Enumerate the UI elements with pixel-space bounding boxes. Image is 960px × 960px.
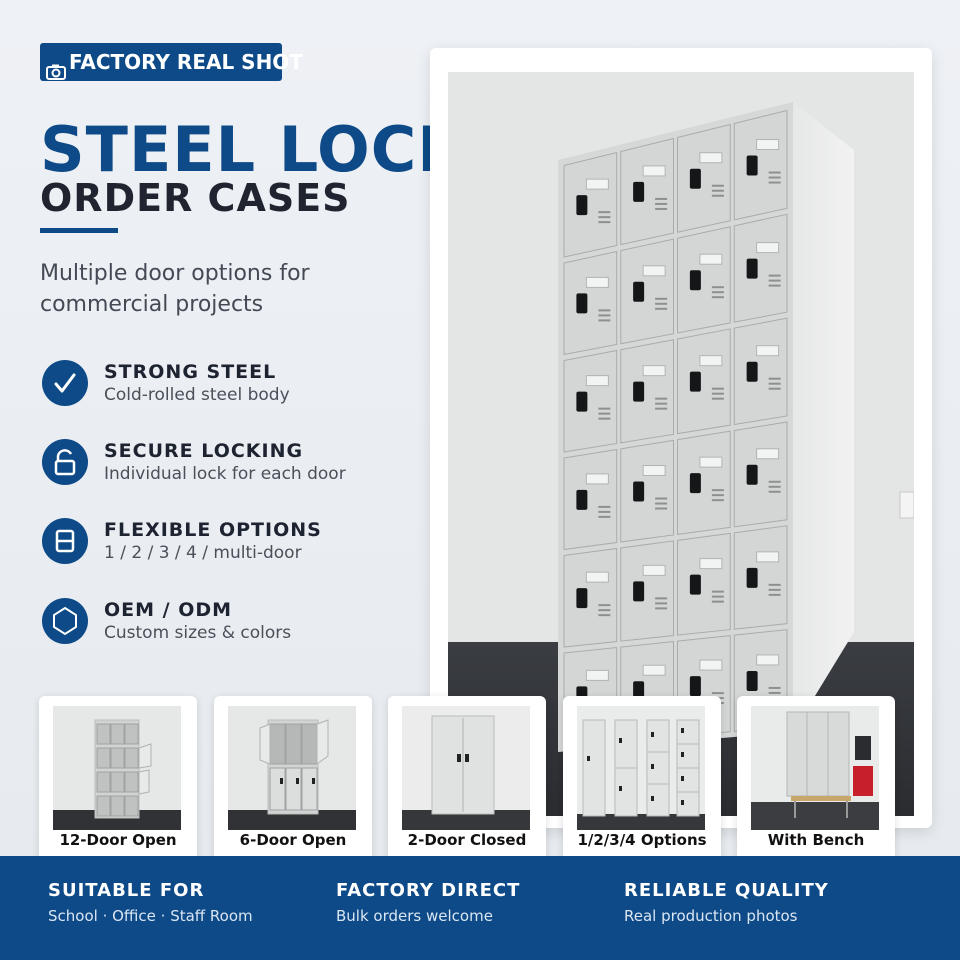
camera-icon — [46, 54, 66, 80]
thumbnail-caption: 12-Door Open — [59, 831, 177, 849]
feature-text: 1 / 2 / 3 / 4 / multi-door — [104, 543, 302, 563]
thumbnail-caption: 1/2/3/4 Options — [577, 831, 707, 849]
checkmark-icon — [42, 360, 88, 406]
footer-bar: SUITABLE FOR School · Office · Staff Roo… — [0, 856, 960, 960]
badge-label: FACTORY REAL SHOT — [69, 50, 303, 74]
thumbnail-caption: With Bench — [767, 831, 865, 849]
padlock-icon — [42, 439, 88, 485]
thumbnail-image — [751, 706, 879, 830]
thumbnail-image — [402, 706, 530, 830]
thumbnail-caption: 6-Door Open — [239, 831, 347, 849]
feature-text: Custom sizes & colors — [104, 623, 292, 643]
thumbnail-2-door-closed[interactable]: 2-Door Closed — [388, 696, 546, 874]
feature-oem-odm: OEM / ODM Custom sizes & colors — [42, 596, 382, 646]
feature-flexible-options: FLEXIBLE OPTIONS 1 / 2 / 3 / 4 / multi-d… — [42, 516, 382, 566]
footer-reliable-quality: RELIABLE QUALITY Real production photos — [624, 880, 829, 925]
title-underline — [40, 228, 118, 233]
thumbnail-image — [53, 706, 181, 830]
thumbnail-options[interactable]: 1/2/3/4 Options — [563, 696, 721, 874]
feature-title: OEM / ODM — [104, 599, 233, 621]
feature-title: SECURE LOCKING — [104, 440, 304, 462]
footer-heading: SUITABLE FOR — [48, 880, 205, 901]
feature-text: Individual lock for each door — [104, 464, 346, 484]
description: Multiple door options for commercial pro… — [40, 261, 310, 317]
main-photo-frame — [430, 48, 932, 828]
thumbnail-with-bench[interactable]: With Bench — [737, 696, 895, 874]
thumbnail-caption: 2-Door Closed — [407, 831, 527, 849]
feature-title: FLEXIBLE OPTIONS — [104, 519, 322, 541]
factory-badge: FACTORY REAL SHOT — [40, 43, 303, 81]
thumbnail-12-door-open[interactable]: 12-Door Open — [39, 696, 197, 874]
hexagon-icon — [42, 598, 88, 644]
footer-heading: FACTORY DIRECT — [336, 880, 521, 901]
feature-secure-locking: SECURE LOCKING Individual lock for each … — [42, 437, 382, 487]
thumbnail-image — [228, 706, 356, 830]
locker-photo — [448, 72, 914, 816]
page-subtitle: ORDER CASES — [40, 176, 351, 220]
feature-strong-steel: STRONG STEEL Cold-rolled steel body — [42, 358, 382, 408]
door-panel-icon — [42, 518, 88, 564]
thumbnail-image — [577, 706, 705, 830]
footer-text: Bulk orders welcome — [336, 907, 493, 925]
footer-factory-direct: FACTORY DIRECT Bulk orders welcome — [336, 880, 520, 925]
feature-text: Cold-rolled steel body — [104, 385, 290, 405]
footer-text: Real production photos — [624, 907, 798, 925]
feature-title: STRONG STEEL — [104, 361, 277, 383]
thumbnail-6-door-open[interactable]: 6-Door Open — [214, 696, 372, 874]
footer-suitable-for: SUITABLE FOR School · Office · Staff Roo… — [48, 880, 253, 925]
footer-heading: RELIABLE QUALITY — [624, 880, 829, 901]
footer-text: School · Office · Staff Room — [48, 907, 253, 925]
